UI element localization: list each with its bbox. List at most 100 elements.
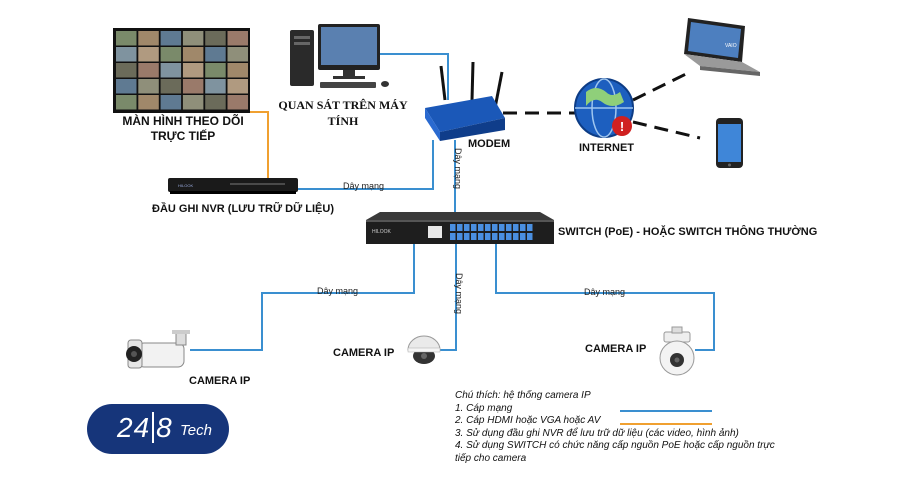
phone-device xyxy=(716,118,743,168)
laptop-brand: VAIO xyxy=(725,43,737,49)
monitor-label: MÀN HÌNH THEO DÕI TRỰC TIẾP xyxy=(118,114,248,144)
video-tile xyxy=(160,95,182,110)
switch-port xyxy=(520,233,526,240)
video-tile xyxy=(205,95,226,110)
video-tile xyxy=(182,31,204,46)
camera-left-label: CAMERA IP xyxy=(189,375,251,387)
network-cable-nvr-modem xyxy=(298,140,434,190)
video-tile xyxy=(205,63,226,78)
video-tile xyxy=(160,63,182,78)
camera-right-ptz xyxy=(659,326,695,376)
monitor-label-line2: TRỰC TIẾP xyxy=(150,129,216,143)
legend-item-4: 4. Sử dụng SWITCH có chức năng cấp nguồn… xyxy=(455,440,775,451)
switch-port xyxy=(471,224,477,231)
video-tile xyxy=(227,95,248,110)
video-tile xyxy=(227,79,248,94)
video-tile xyxy=(205,47,226,62)
computer-label-line2: TÍNH xyxy=(327,114,359,128)
switch-port xyxy=(471,233,477,240)
video-tile xyxy=(182,63,204,78)
camera-right-label: CAMERA IP xyxy=(585,343,647,355)
switch-label: SWITCH (PoE) - HOẶC SWITCH THÔNG THƯỜNG xyxy=(558,226,818,238)
video-tile xyxy=(160,31,182,46)
cable-label-nvr-modem: Dây mạng xyxy=(343,181,385,191)
monitor-label-line1: MÀN HÌNH THEO DÕI xyxy=(122,114,244,128)
video-tile xyxy=(116,95,137,110)
switch-port xyxy=(527,233,533,240)
video-tile xyxy=(227,47,248,62)
switch-port xyxy=(506,233,512,240)
switch-port xyxy=(520,224,526,231)
video-tile xyxy=(138,95,159,110)
video-tile xyxy=(182,95,204,110)
camera-center-dome xyxy=(407,335,441,364)
video-tile xyxy=(227,31,248,46)
switch-brand: HILOOK xyxy=(372,229,392,235)
modem-label: MODEM xyxy=(468,138,511,150)
switch-port xyxy=(492,233,498,240)
switch-port xyxy=(457,233,463,240)
switch-port xyxy=(464,233,470,240)
legend-title: Chú thích: hệ thống camera IP xyxy=(455,390,591,401)
network-cable-pc-modem xyxy=(378,53,449,100)
legend-item-4-cont: tiếp cho camera xyxy=(455,452,527,464)
computer-device xyxy=(290,24,389,88)
nvr-brand: HILOOK xyxy=(178,183,193,188)
video-tile xyxy=(160,47,182,62)
laptop-device: VAIO xyxy=(684,18,760,76)
video-tile xyxy=(205,79,226,94)
switch-port xyxy=(450,233,456,240)
switch-port xyxy=(492,224,498,231)
nvr-label: ĐẦU GHI NVR (LƯU TRỮ DỮ LIỆU) xyxy=(152,203,334,215)
video-tile xyxy=(116,63,137,78)
camera-left-bullet xyxy=(126,330,190,369)
switch-port xyxy=(478,224,484,231)
video-tile xyxy=(138,47,159,62)
video-tile xyxy=(138,63,159,78)
switch-port xyxy=(513,233,519,240)
brand-logo-digit: 8 xyxy=(152,412,173,443)
cable-label-right-camera: Dây mạng xyxy=(584,287,626,297)
camera-center-label: CAMERA IP xyxy=(333,347,395,359)
switch-port xyxy=(478,233,484,240)
video-tile xyxy=(138,79,159,94)
internet-globe: ! xyxy=(574,78,634,138)
video-tile xyxy=(116,79,137,94)
switch-port xyxy=(464,224,470,231)
switch-port xyxy=(499,224,505,231)
video-tile xyxy=(138,31,159,46)
legend: Chú thích: hệ thống camera IP 1. Cáp mạn… xyxy=(455,390,775,465)
switch-port xyxy=(485,224,491,231)
video-tile xyxy=(227,63,248,78)
computer-label-line1: QUAN SÁT TRÊN MÁY xyxy=(278,98,408,112)
switch-port xyxy=(527,224,533,231)
internet-laptop-link xyxy=(632,70,691,102)
nvr-device: HILOOK xyxy=(168,178,298,194)
network-cable-right-camera xyxy=(495,244,715,351)
modem-device xyxy=(425,61,505,141)
monitor-device xyxy=(113,28,250,113)
brand-logo-suffix: Tech xyxy=(180,422,212,439)
brand-logo-digits: 24 xyxy=(117,412,151,443)
video-tile xyxy=(116,47,137,62)
legend-item-3: 3. Sử dụng đầu ghi NVR để lưu trữ dữ liệ… xyxy=(455,427,739,439)
network-cable-left-camera xyxy=(190,244,415,351)
svg-text:!: ! xyxy=(620,119,624,134)
switch-device: HILOOK xyxy=(366,212,554,244)
video-tile xyxy=(160,79,182,94)
switch-port xyxy=(499,233,505,240)
video-tile xyxy=(182,47,204,62)
legend-item-1: 1. Cáp mạng xyxy=(455,402,513,414)
internet-label: INTERNET xyxy=(579,142,634,154)
computer-label: QUAN SÁT TRÊN MÁY TÍNH xyxy=(278,97,408,129)
switch-port xyxy=(450,224,456,231)
internet-phone-link xyxy=(632,120,701,140)
switch-port xyxy=(457,224,463,231)
video-tile xyxy=(116,31,137,46)
video-tile xyxy=(205,31,226,46)
